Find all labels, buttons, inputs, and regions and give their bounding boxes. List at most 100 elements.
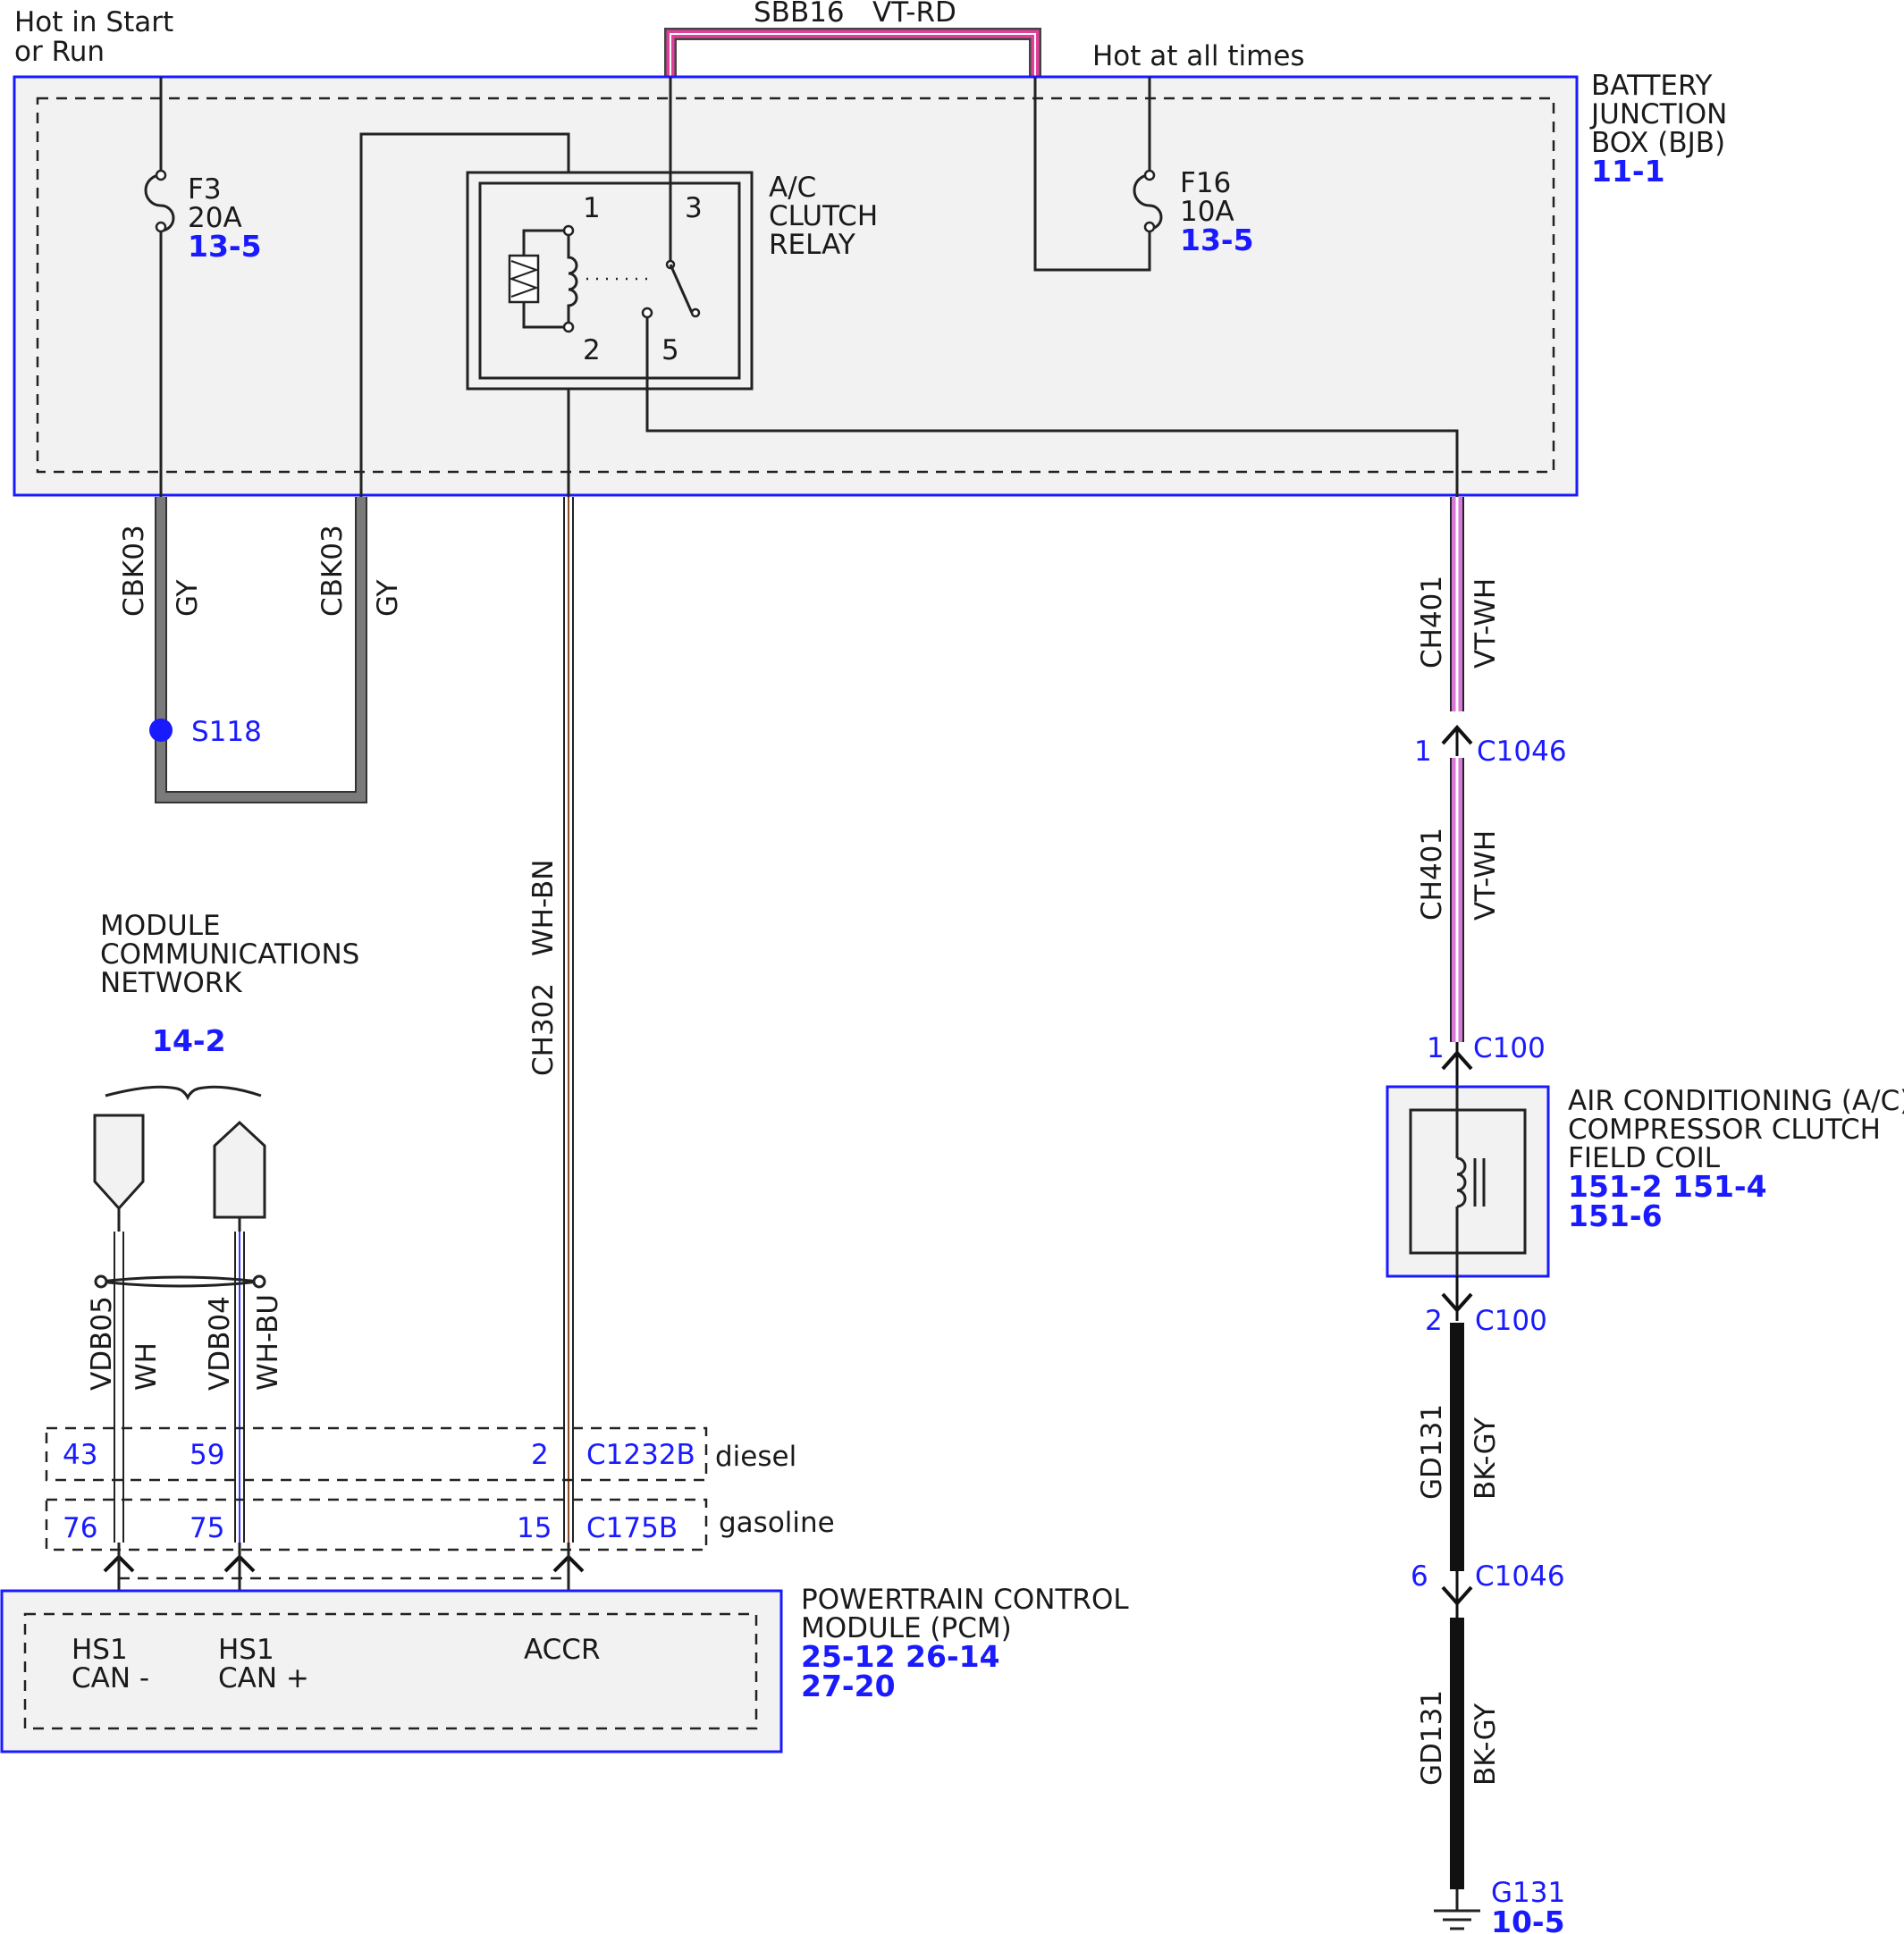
connector-c100-pin2-icon (1441, 1292, 1473, 1314)
connector-c1046-pin6-icon (1441, 1585, 1473, 1607)
cbk03-color-label-2: GY (372, 580, 404, 617)
gasoline-variant-label: gasoline (719, 1507, 835, 1539)
battery-junction-box-frame (13, 75, 1579, 497)
fuse-f3-ref: 13-5 (188, 229, 262, 264)
network-brace-icon (105, 1085, 262, 1101)
mcn-title-line1: MODULE (100, 910, 221, 942)
splice-s118-icon (149, 719, 173, 742)
c1046-pin6-number: 6 (1411, 1560, 1428, 1593)
ac-clutch-title-line2: COMPRESSOR CLUTCH (1568, 1114, 1881, 1146)
c1232b-pin-43: 43 (63, 1439, 97, 1471)
relay-output-wire (645, 318, 1459, 497)
splice-s118-label: S118 (191, 716, 262, 748)
pcm-ref-line1: 25-12 26-14 (801, 1639, 1000, 1674)
ch302-color-label: WH-BN (527, 860, 560, 957)
connector-c1232b-diesel (45, 1426, 708, 1482)
c175b-name: C175B (586, 1512, 678, 1544)
pcm-title-line1: POWERTRAIN CONTROL (801, 1584, 1129, 1616)
hot-in-start-label: Hot in Start (14, 6, 173, 38)
battery-junction-box-inner (36, 97, 1555, 474)
field-coil-icon (1456, 1156, 1467, 1208)
relay-coil-icon (567, 231, 578, 327)
fuse-f3-name: F3 (188, 173, 222, 206)
fuse-f16-rating: 10A (1180, 196, 1234, 228)
pcm-title-line2: MODULE (PCM) (801, 1612, 1012, 1644)
ch401-circuit-label-1: CH401 (1416, 576, 1448, 668)
f16-loop-wire (1033, 77, 1151, 272)
c100-pin1-number: 1 (1427, 1032, 1445, 1064)
fuse-f3-icon (144, 173, 175, 232)
ground-g131-label: G131 (1491, 1877, 1565, 1909)
bjb-title-line2: JUNCTION (1589, 98, 1727, 130)
ground-g131-ref: 10-5 (1491, 1905, 1565, 1934)
vdb04-circuit-label: VDB04 (204, 1296, 236, 1391)
ch302-circuit-label: CH302 (527, 983, 560, 1076)
hot-at-all-times-label: Hot at all times (1092, 40, 1305, 72)
fuse-f16-name: F16 (1180, 167, 1231, 199)
pcm-ref-line2: 27-20 (801, 1669, 896, 1703)
c175b-pin-76: 76 (63, 1512, 97, 1544)
c1046-pin1-name: C1046 (1477, 736, 1567, 768)
vdb05-circuit-label: VDB05 (86, 1296, 118, 1391)
pcm-frame (0, 1589, 783, 1753)
bjb-title-line3: BOX (BJB) (1591, 127, 1725, 159)
or-run-label: or Run (14, 36, 105, 68)
c1046-pin1-number: 1 (1414, 736, 1432, 768)
cbk03-circuit-label-1: CBK03 (118, 525, 150, 617)
ground-g131-icon (1434, 1909, 1480, 1930)
relay-pin-3: 3 (685, 192, 703, 224)
connector-c175b-gasoline (45, 1498, 708, 1551)
sbb16-circuit-label: SBB16 (754, 0, 845, 29)
gd131-circuit-label-1: GD131 (1416, 1404, 1448, 1500)
fuse-f16-ref: 13-5 (1180, 223, 1254, 257)
pcm-pin-can-plus: CAN + (218, 1662, 309, 1694)
pcm-pin-hs1-plus: HS1 (218, 1634, 274, 1666)
relay-pin-2: 2 (583, 334, 601, 366)
ch401-color-label-1: VT-WH (1470, 578, 1502, 668)
ac-clutch-ref-line1: 151-2 151-4 (1568, 1169, 1767, 1204)
network-flag-can-plus-icon (213, 1120, 266, 1219)
relay-title-line3: RELAY (769, 229, 855, 261)
c1232b-pin-2: 2 (531, 1439, 549, 1471)
pcm-pin-accr: ACCR (524, 1634, 601, 1666)
mcn-page-ref: 14-2 (152, 1023, 226, 1058)
ac-clutch-ref-line2: 151-6 (1568, 1198, 1663, 1233)
pcm-pin-hs1-minus: HS1 (72, 1634, 128, 1666)
c1046-pin6-name: C1046 (1475, 1560, 1565, 1593)
mcn-title-line3: NETWORK (100, 967, 242, 999)
ac-clutch-title-line3: FIELD COIL (1568, 1142, 1721, 1174)
ch401-color-label-2: VT-WH (1470, 830, 1502, 921)
gd131-color-label-2: BK-GY (1470, 1703, 1502, 1786)
network-flag-can-minus-icon (93, 1114, 145, 1211)
ac-compressor-clutch-body (1409, 1108, 1527, 1255)
bjb-title-line1: BATTERY (1591, 70, 1713, 102)
ac-clutch-title-line1: AIR CONDITIONING (A/C) (1568, 1085, 1904, 1117)
c100-pin2-number: 2 (1425, 1305, 1443, 1337)
vdb04-color-label: WH-BU (252, 1294, 284, 1391)
relay-switch-contact (669, 264, 694, 314)
c100-pin1-name: C100 (1473, 1032, 1546, 1064)
ch401-circuit-label-2: CH401 (1416, 828, 1448, 921)
gd131-circuit-label-2: GD131 (1416, 1690, 1448, 1786)
c1232b-pin-59: 59 (190, 1439, 224, 1471)
sbb16-color-label: VT-RD (872, 0, 956, 29)
c100-pin2-name: C100 (1475, 1305, 1547, 1337)
cbk03-circuit-label-2: CBK03 (316, 525, 349, 617)
pcm-pin-can-minus: CAN - (72, 1662, 149, 1694)
c1232b-name: C1232B (586, 1439, 695, 1471)
bjb-page-ref: 11-1 (1591, 154, 1665, 189)
mcn-title-line2: COMMUNICATIONS (100, 938, 359, 971)
sbb16-wire (664, 28, 1041, 77)
cbk03-color-label-1: GY (172, 580, 204, 617)
pcm-inner (23, 1612, 758, 1730)
vdb05-color-label: WH (131, 1342, 163, 1391)
twisted-pair-icon (94, 1274, 266, 1289)
diesel-variant-label: diesel (715, 1441, 796, 1473)
fuse-f16-icon (1133, 173, 1163, 231)
relay-resistor-icon (508, 254, 540, 304)
relay-title-line1: A/C (769, 172, 816, 204)
relay-title-line2: CLUTCH (769, 200, 878, 232)
relay-pin-1: 1 (583, 192, 601, 224)
c175b-pin-15: 15 (517, 1512, 552, 1544)
